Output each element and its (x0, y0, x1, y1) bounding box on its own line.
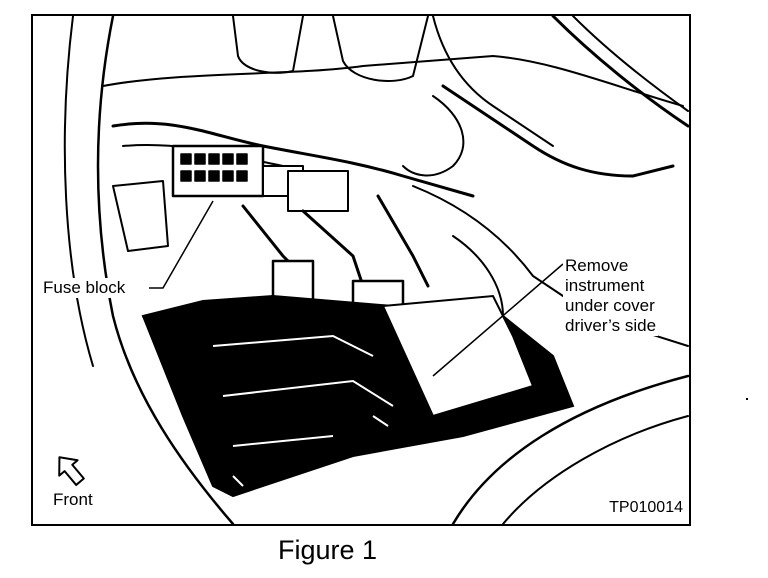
dash-vent-center (332, 16, 429, 82)
front-label: Front (53, 490, 93, 509)
steering-wheel-rim (551, 16, 689, 128)
steering-column (441, 84, 675, 178)
remove-leader (432, 263, 564, 377)
connector-2 (287, 170, 349, 212)
stray-mark (746, 398, 748, 400)
steering-wheel-rim-inner (572, 16, 689, 112)
cover-rib-1 (212, 334, 374, 357)
figure-frame: Fuse block Remove instrument under cover… (31, 14, 691, 526)
fuse-block-fuses (180, 153, 248, 182)
cover-rib-3 (232, 435, 334, 447)
remove-cover-label-line3: under cover (565, 296, 655, 315)
dash-upper-edge (102, 55, 684, 107)
under-cover-light (381, 294, 535, 418)
cover-clip-2 (372, 415, 389, 427)
floor-line (452, 235, 504, 317)
figure-caption: Figure 1 (278, 535, 378, 565)
left-bracket (112, 180, 169, 252)
remove-cover-label: Remove instrument under cover driver’s s… (563, 256, 659, 336)
accel-pedal-arm (376, 194, 430, 288)
under-cover-panel (141, 294, 575, 498)
brake-pedal-arm (241, 204, 295, 268)
remove-cover-label-line4: driver’s side (565, 316, 657, 335)
front-arrow-icon (58, 456, 85, 486)
remove-cover-label-line1: Remove (565, 256, 629, 275)
dashboard-illustration (58, 16, 689, 524)
firewall-line (412, 185, 689, 347)
door-edge (96, 16, 235, 524)
figure-code: TP010014 (609, 498, 683, 518)
fuse-block-leader (149, 200, 214, 289)
cover-clip-1 (232, 475, 244, 487)
seat-curve-2 (502, 415, 689, 524)
cover-rib-2 (222, 379, 394, 407)
dash-vent-left (232, 16, 304, 74)
dash-console-edge (432, 16, 554, 147)
seat-curve (451, 374, 689, 524)
door-edge-inner (63, 16, 94, 367)
brake-pedal (271, 259, 315, 303)
remove-cover-label-line2: instrument (565, 276, 645, 295)
fuse-block-label: Fuse block (41, 278, 128, 298)
column-shroud (402, 95, 465, 177)
cover-lip (142, 315, 204, 338)
clutch-pedal-arm (301, 209, 365, 288)
